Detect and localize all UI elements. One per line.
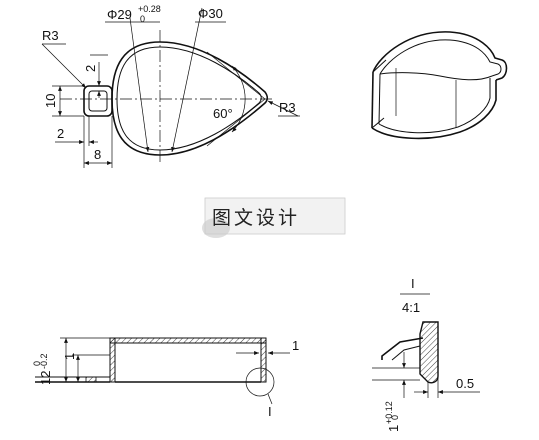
tab-outer: [83, 85, 113, 117]
height12-tol-zero: 0: [32, 361, 42, 366]
detail-profile-hatch: [419, 321, 439, 384]
watermark: 图文设计: [202, 197, 346, 238]
r3-right-leader: [267, 100, 299, 117]
iso-front-edge: [379, 72, 493, 81]
angle-edge-upper: [206, 51, 266, 100]
isometric-view: [371, 31, 508, 140]
teardrop-inner-outline: [116, 46, 262, 151]
detail-flange: [381, 337, 424, 360]
iso-tip: [371, 59, 387, 129]
height12-tol: -0.2: [39, 353, 49, 369]
iso-bowl-left-inner: [378, 73, 381, 125]
thickness-label: 0.5: [456, 376, 474, 391]
bottom-label: 1: [386, 425, 401, 432]
r3-left-label: R3: [42, 28, 59, 43]
tab-inner: [88, 90, 108, 112]
detail-marker-leader: [267, 393, 273, 405]
section-left-wall-hatch: [109, 337, 116, 383]
bottom-tol-lower: 0: [390, 415, 400, 420]
step-label: 1: [62, 353, 77, 360]
watermark-text: 图文设计: [212, 207, 300, 229]
section-top-wall-hatch: [109, 337, 267, 344]
width8-label: 8: [94, 147, 101, 162]
dia29-label: Φ29: [107, 7, 132, 22]
r3-right-label: R3: [279, 100, 296, 115]
watermark-shadow: [202, 218, 230, 238]
angle-arc: [231, 65, 246, 133]
iso-bowl-bottom: [371, 80, 497, 140]
dia29-tol-lower: 0: [140, 14, 145, 24]
section-flange-notch: [85, 376, 97, 383]
angle-label: 60°: [213, 106, 233, 121]
section-view: 12 -0.2 0 1 1 I: [32, 337, 299, 419]
detail-view: I 4:1 0.5 1 +0.12 0: [372, 276, 480, 432]
iso-rim-outer: [372, 31, 508, 81]
wall-top-label: 2: [83, 65, 98, 72]
dia30-dimension-line: [171, 7, 203, 153]
dia29-tol-upper: +0.28: [138, 4, 161, 14]
dia30-label: Φ30: [198, 6, 223, 21]
detail-marker-circle: [245, 367, 275, 397]
width2-label: 2: [57, 126, 64, 141]
height10-label: 10: [43, 94, 58, 108]
callout1-label: 1: [292, 338, 299, 353]
dia29-dimension-line: [129, 17, 150, 153]
r3-left-leader: [41, 43, 87, 89]
height12-label: 12: [38, 371, 53, 385]
iso-bowl-bottom-inner: [378, 78, 491, 134]
top-view: R3 Φ29 +0.28 0 Φ30 2 10 2 8 60° R3: [41, 4, 300, 168]
detail-label: I: [411, 276, 415, 291]
detail-scale: 4:1: [402, 300, 420, 315]
iso-bowl-left: [371, 71, 374, 129]
iso-rim-inner: [379, 39, 502, 77]
section-right-wall-hatch: [260, 337, 267, 383]
detail-flange-inner: [391, 345, 421, 361]
detail-marker-label: I: [268, 404, 272, 419]
bottom-tol-upper: +0.12: [384, 401, 394, 424]
